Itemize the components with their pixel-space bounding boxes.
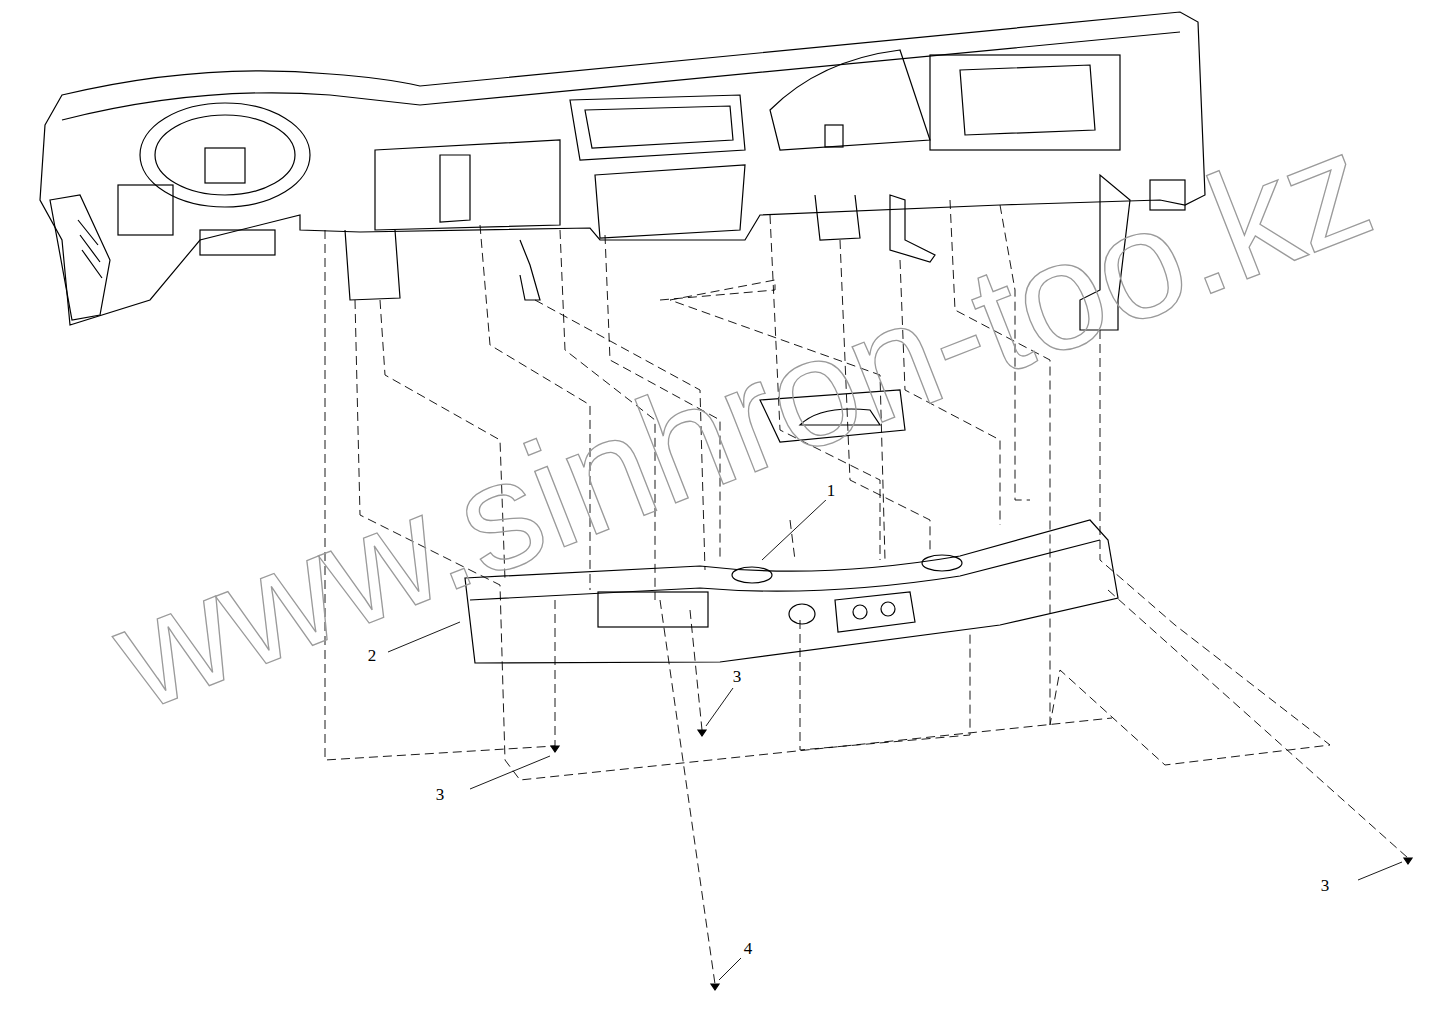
callout-number: 1: [825, 481, 838, 500]
callout-number: 4: [742, 939, 755, 958]
callout-number: 2: [366, 646, 379, 665]
callout-number: 3: [1319, 876, 1332, 895]
callout-number: 3: [434, 785, 447, 804]
callout-number: 3: [731, 667, 744, 686]
